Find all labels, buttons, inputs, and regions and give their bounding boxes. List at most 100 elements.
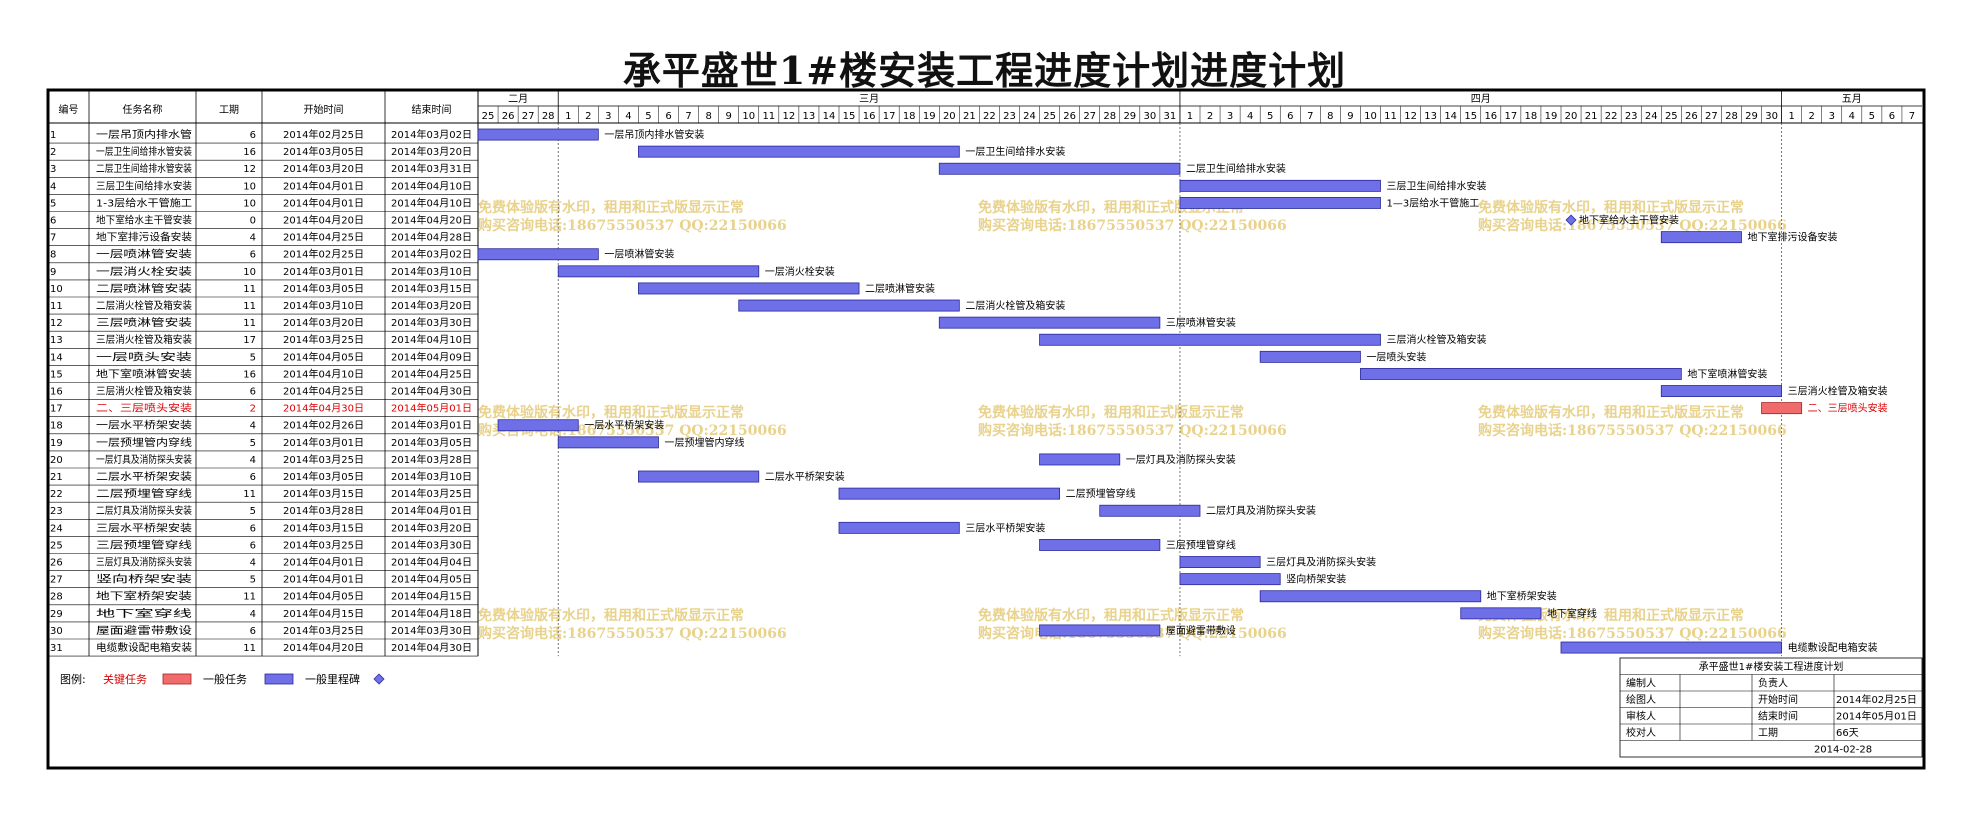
task-end: 2014年04月18日 [391,607,472,620]
day-tick-label: 21 [1585,111,1598,122]
bar-label: 电缆敷设配电箱安装 [1788,641,1878,654]
day-tick-label: 28 [1725,111,1738,122]
gantt-bar [1660,231,1742,244]
task-name: 竖向桥架安装 [96,573,192,586]
watermark-line1: 免费体验版有水印，租用和正式版显示正常 [1478,404,1744,421]
task-end: 2014年05月01日 [391,402,472,415]
task-end: 2014年03月30日 [391,624,472,637]
task-end: 2014年04月10日 [391,333,472,346]
info-date: 2014-02-28 [1814,745,1872,756]
bar-label: 三层预埋管穿线 [1166,538,1236,551]
info-cell: 开始时间 [1758,693,1798,706]
gantt-bar [1179,179,1381,192]
day-tick-label: 3 [1829,111,1835,122]
day-tick-label: 26 [1685,111,1698,122]
gantt-bar [1039,453,1121,466]
info-cell: 绘图人 [1626,693,1656,706]
watermark-line1: 免费体验版有水印，租用和正式版显示正常 [478,404,744,421]
task-name: 地下室穿线 [96,607,192,620]
task-id: 16 [50,387,63,398]
day-tick-label: 23 [1625,111,1638,122]
task-duration: 11 [243,284,256,295]
watermark-line1: 免费体验版有水印，租用和正式版显示正常 [1478,199,1744,216]
task-start: 2014年02月25日 [283,128,364,141]
day-tick-label: 8 [705,111,711,122]
day-tick-label: 7 [685,111,691,122]
bar-label: 三层卫生间给排水安装 [1387,179,1487,192]
task-start: 2014年04月10日 [283,367,364,380]
gantt-bar [1039,539,1161,551]
legend-milestone-label: 一般里程碑 [305,673,360,686]
task-end: 2014年03月25日 [391,487,472,500]
task-end: 2014年04月20日 [391,214,472,227]
legend-title: 图例: [60,672,86,686]
day-tick-label: 25 [1665,111,1678,122]
task-duration: 4 [250,233,256,244]
task-name: 一层消火栓安装 [96,265,192,278]
watermark-line1: 免费体验版有水印，租用和正式版显示正常 [1478,607,1744,624]
day-tick-label: 26 [502,111,515,122]
task-name: 地下室给水主干管安装 [96,214,192,227]
bar-label: 二层水平桥架安装 [765,470,845,483]
task-name: 三层喷淋管安装 [96,316,192,329]
task-id: 27 [50,575,63,586]
task-end: 2014年04月05日 [391,573,472,586]
day-tick-label: 15 [843,111,856,122]
day-tick-label: 25 [1043,111,1056,122]
gantt-bar [1099,504,1201,517]
task-name: 电缆敷设配电箱安装 [96,641,192,654]
month-label: 二月 [508,93,528,105]
task-duration: 5 [250,506,256,517]
day-tick-label: 6 [1287,111,1293,122]
bar-label: 二层消火栓管及箱安装 [965,299,1065,312]
day-tick-label: 14 [823,111,836,122]
task-duration: 16 [243,147,256,158]
gantt-bar [838,521,960,534]
task-name: 三层消火栓管及箱安装 [96,385,192,398]
gantt-bar [557,436,659,449]
task-id: 20 [50,455,63,466]
day-tick-label: 25 [482,111,495,122]
gantt-bar [1460,607,1542,620]
day-tick-label: 16 [863,111,876,122]
task-id: 26 [50,558,63,569]
task-start: 2014年04月15日 [283,607,364,620]
day-tick-label: 20 [1565,111,1578,122]
day-tick-label: 3 [605,111,611,122]
gantt-bar [738,299,960,312]
day-tick-label: 29 [1745,111,1758,122]
day-tick-label: 16 [1484,111,1497,122]
task-duration: 6 [250,130,256,141]
gantt-bar [1179,573,1281,586]
day-tick-label: 19 [1545,111,1558,122]
gantt-bar [638,282,860,295]
month-label: 四月 [1471,93,1491,105]
day-tick-label: 2 [1809,111,1815,122]
day-tick-label: 18 [903,111,916,122]
bar-label: 二层卫生间给排水安装 [1186,162,1286,175]
day-tick-label: 26 [1063,111,1076,122]
task-name: 一层水平桥架安装 [96,419,192,432]
bar-label: 地下室喷淋管安装 [1687,367,1767,380]
task-duration: 17 [243,335,256,346]
day-tick-label: 18 [1525,111,1538,122]
day-tick-label: 5 [1869,111,1875,122]
task-end: 2014年03月20日 [391,521,472,534]
task-duration: 11 [243,592,256,603]
task-start: 2014年03月05日 [283,282,364,295]
task-start: 2014年03月28日 [283,504,364,517]
day-tick-label: 13 [803,111,816,122]
gantt-bar [1259,350,1361,363]
task-start: 2014年02月25日 [283,248,364,261]
info-cell: 校对人 [1626,726,1656,739]
task-duration: 5 [250,575,256,586]
day-tick-label: 2 [1207,111,1213,122]
day-tick-label: 7 [1307,111,1313,122]
task-id: 22 [50,489,63,500]
task-id: 5 [50,198,56,209]
gantt-bar [938,162,1181,175]
day-tick-label: 11 [762,111,775,122]
day-tick-label: 17 [1504,111,1517,122]
task-start: 2014年03月20日 [283,316,364,329]
task-name: 1-3层给水干管施工 [96,196,192,209]
